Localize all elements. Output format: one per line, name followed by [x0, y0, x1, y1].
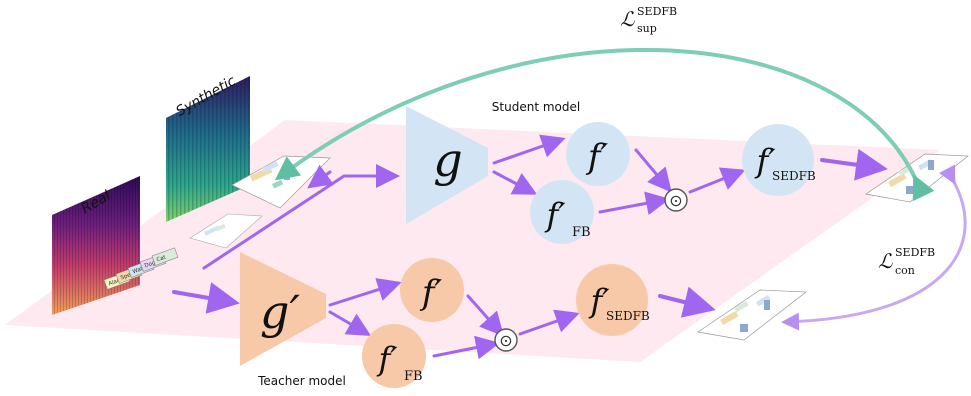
arrow-ffb2-to-odot	[432, 335, 500, 360]
teacher-ffb-label: f′	[376, 340, 398, 378]
student-ffb-subscript: FB	[572, 225, 591, 240]
event-tags: Alarm Speech Water Dog Cat	[103, 247, 179, 290]
arrow-ffb-to-odot	[598, 191, 670, 216]
arrow-fsedfb2-to-output	[658, 286, 716, 318]
teacher-encoder-label: g′	[260, 285, 300, 339]
loss-sup-superscript: SEDFB	[637, 5, 677, 18]
student-encoder-label: g	[433, 133, 462, 187]
teacher-ffb-subscript: FB	[404, 369, 423, 384]
student-fsedfb-subscript: SEDFB	[772, 169, 816, 183]
loss-sup-subscript: sup	[637, 22, 657, 35]
event-tag-label: Water	[132, 264, 150, 275]
synthetic-label-map-small	[189, 213, 263, 249]
teacher-fsedfb-subscript: SEDFB	[606, 309, 650, 323]
arrow-g2-to-ffb	[328, 310, 372, 337]
event-tag	[151, 247, 179, 266]
loss-sup-arrow	[274, 47, 935, 202]
arrow-g2-to-f	[328, 278, 402, 307]
student-ffb-label: f′	[544, 196, 566, 234]
event-tag-label: Alarm	[108, 276, 125, 287]
teacher-encoder	[240, 252, 326, 366]
teacher-f-node	[400, 258, 464, 322]
student-odot-symbol: ⊙	[669, 191, 682, 210]
event-tag-label: Dog	[144, 260, 156, 269]
teacher-odot-symbol: ⊙	[499, 331, 512, 350]
loss-con-superscript: SEDFB	[895, 246, 935, 259]
student-fsedfb-node	[742, 124, 814, 196]
arrow-f2-to-odot	[466, 294, 504, 337]
loss-sup-symbol: ℒ	[620, 7, 635, 31]
loss-con-symbol: ℒ	[878, 249, 893, 273]
teacher-f-label: f′	[419, 273, 443, 313]
teacher-model-label: Teacher model	[257, 374, 346, 388]
teacher-odot	[494, 328, 518, 352]
arrow-input-to-teacher	[172, 282, 240, 314]
student-model-label: Student model	[492, 100, 580, 114]
loss-con-subscript: con	[895, 264, 915, 277]
teacher-fsedfb-label: f′	[588, 282, 610, 320]
arrow-odot2-to-fsedfb	[518, 309, 580, 336]
synthetic-spectrogram	[166, 76, 250, 222]
event-tag-label: Cat	[156, 254, 168, 263]
teacher-ffb-node	[362, 324, 426, 388]
loss-con-arrow	[781, 164, 967, 331]
teacher-fsedfb-node	[576, 264, 648, 336]
student-f-label: f′	[585, 137, 609, 177]
teacher-output-map	[697, 289, 807, 341]
